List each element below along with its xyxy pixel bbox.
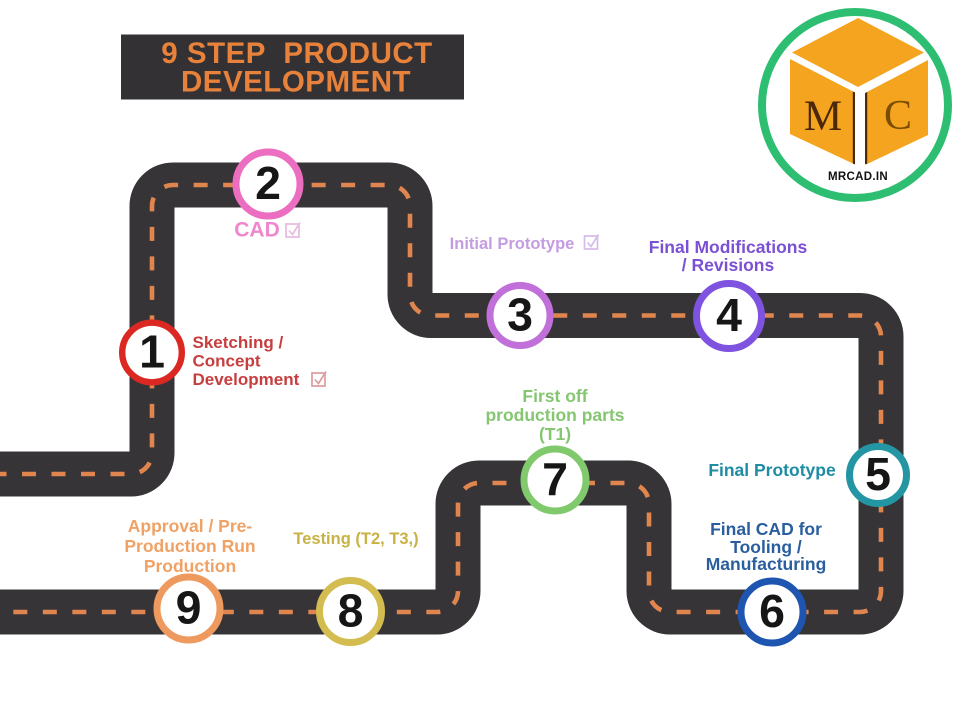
svg-text:7: 7 xyxy=(542,453,568,505)
svg-text:Testing (T2, T3,): Testing (T2, T3,) xyxy=(293,530,418,548)
svg-text:(T1): (T1) xyxy=(539,424,571,444)
svg-text:Final CAD for: Final CAD for xyxy=(710,519,822,539)
svg-text:Sketching /: Sketching / xyxy=(193,333,284,352)
svg-text:8: 8 xyxy=(338,585,364,637)
svg-text:9 STEP PRODUCT: 9 STEP PRODUCT xyxy=(161,37,432,70)
svg-text:5: 5 xyxy=(865,448,891,500)
svg-text:Final Modifications: Final Modifications xyxy=(649,237,808,257)
svg-text:Production Run: Production Run xyxy=(124,536,255,556)
svg-text:1: 1 xyxy=(139,326,165,378)
svg-text:MRCAD.IN: MRCAD.IN xyxy=(828,171,888,183)
svg-text:2: 2 xyxy=(255,157,281,209)
svg-text:Approval / Pre-: Approval / Pre- xyxy=(128,516,253,536)
svg-text:DEVELOPMENT: DEVELOPMENT xyxy=(181,66,411,99)
svg-text:C: C xyxy=(884,93,912,139)
svg-text:Concept: Concept xyxy=(193,352,261,371)
svg-text:production parts: production parts xyxy=(485,405,624,425)
svg-text:M: M xyxy=(804,93,842,140)
svg-text:6: 6 xyxy=(759,585,785,637)
svg-text:/ Revisions: / Revisions xyxy=(682,255,775,275)
svg-text:Development: Development xyxy=(193,370,300,389)
svg-text:Final Prototype: Final Prototype xyxy=(708,460,836,480)
svg-text:Production: Production xyxy=(144,556,236,576)
svg-text:9: 9 xyxy=(176,582,202,634)
svg-text:CAD: CAD xyxy=(234,219,280,242)
svg-text:4: 4 xyxy=(716,289,742,341)
svg-text:First off: First off xyxy=(522,386,587,406)
svg-text:3: 3 xyxy=(507,289,533,341)
svg-text:Manufacturing: Manufacturing xyxy=(706,554,827,574)
svg-text:Tooling /: Tooling / xyxy=(730,537,802,557)
svg-text:Initial Prototype: Initial Prototype xyxy=(450,235,575,253)
